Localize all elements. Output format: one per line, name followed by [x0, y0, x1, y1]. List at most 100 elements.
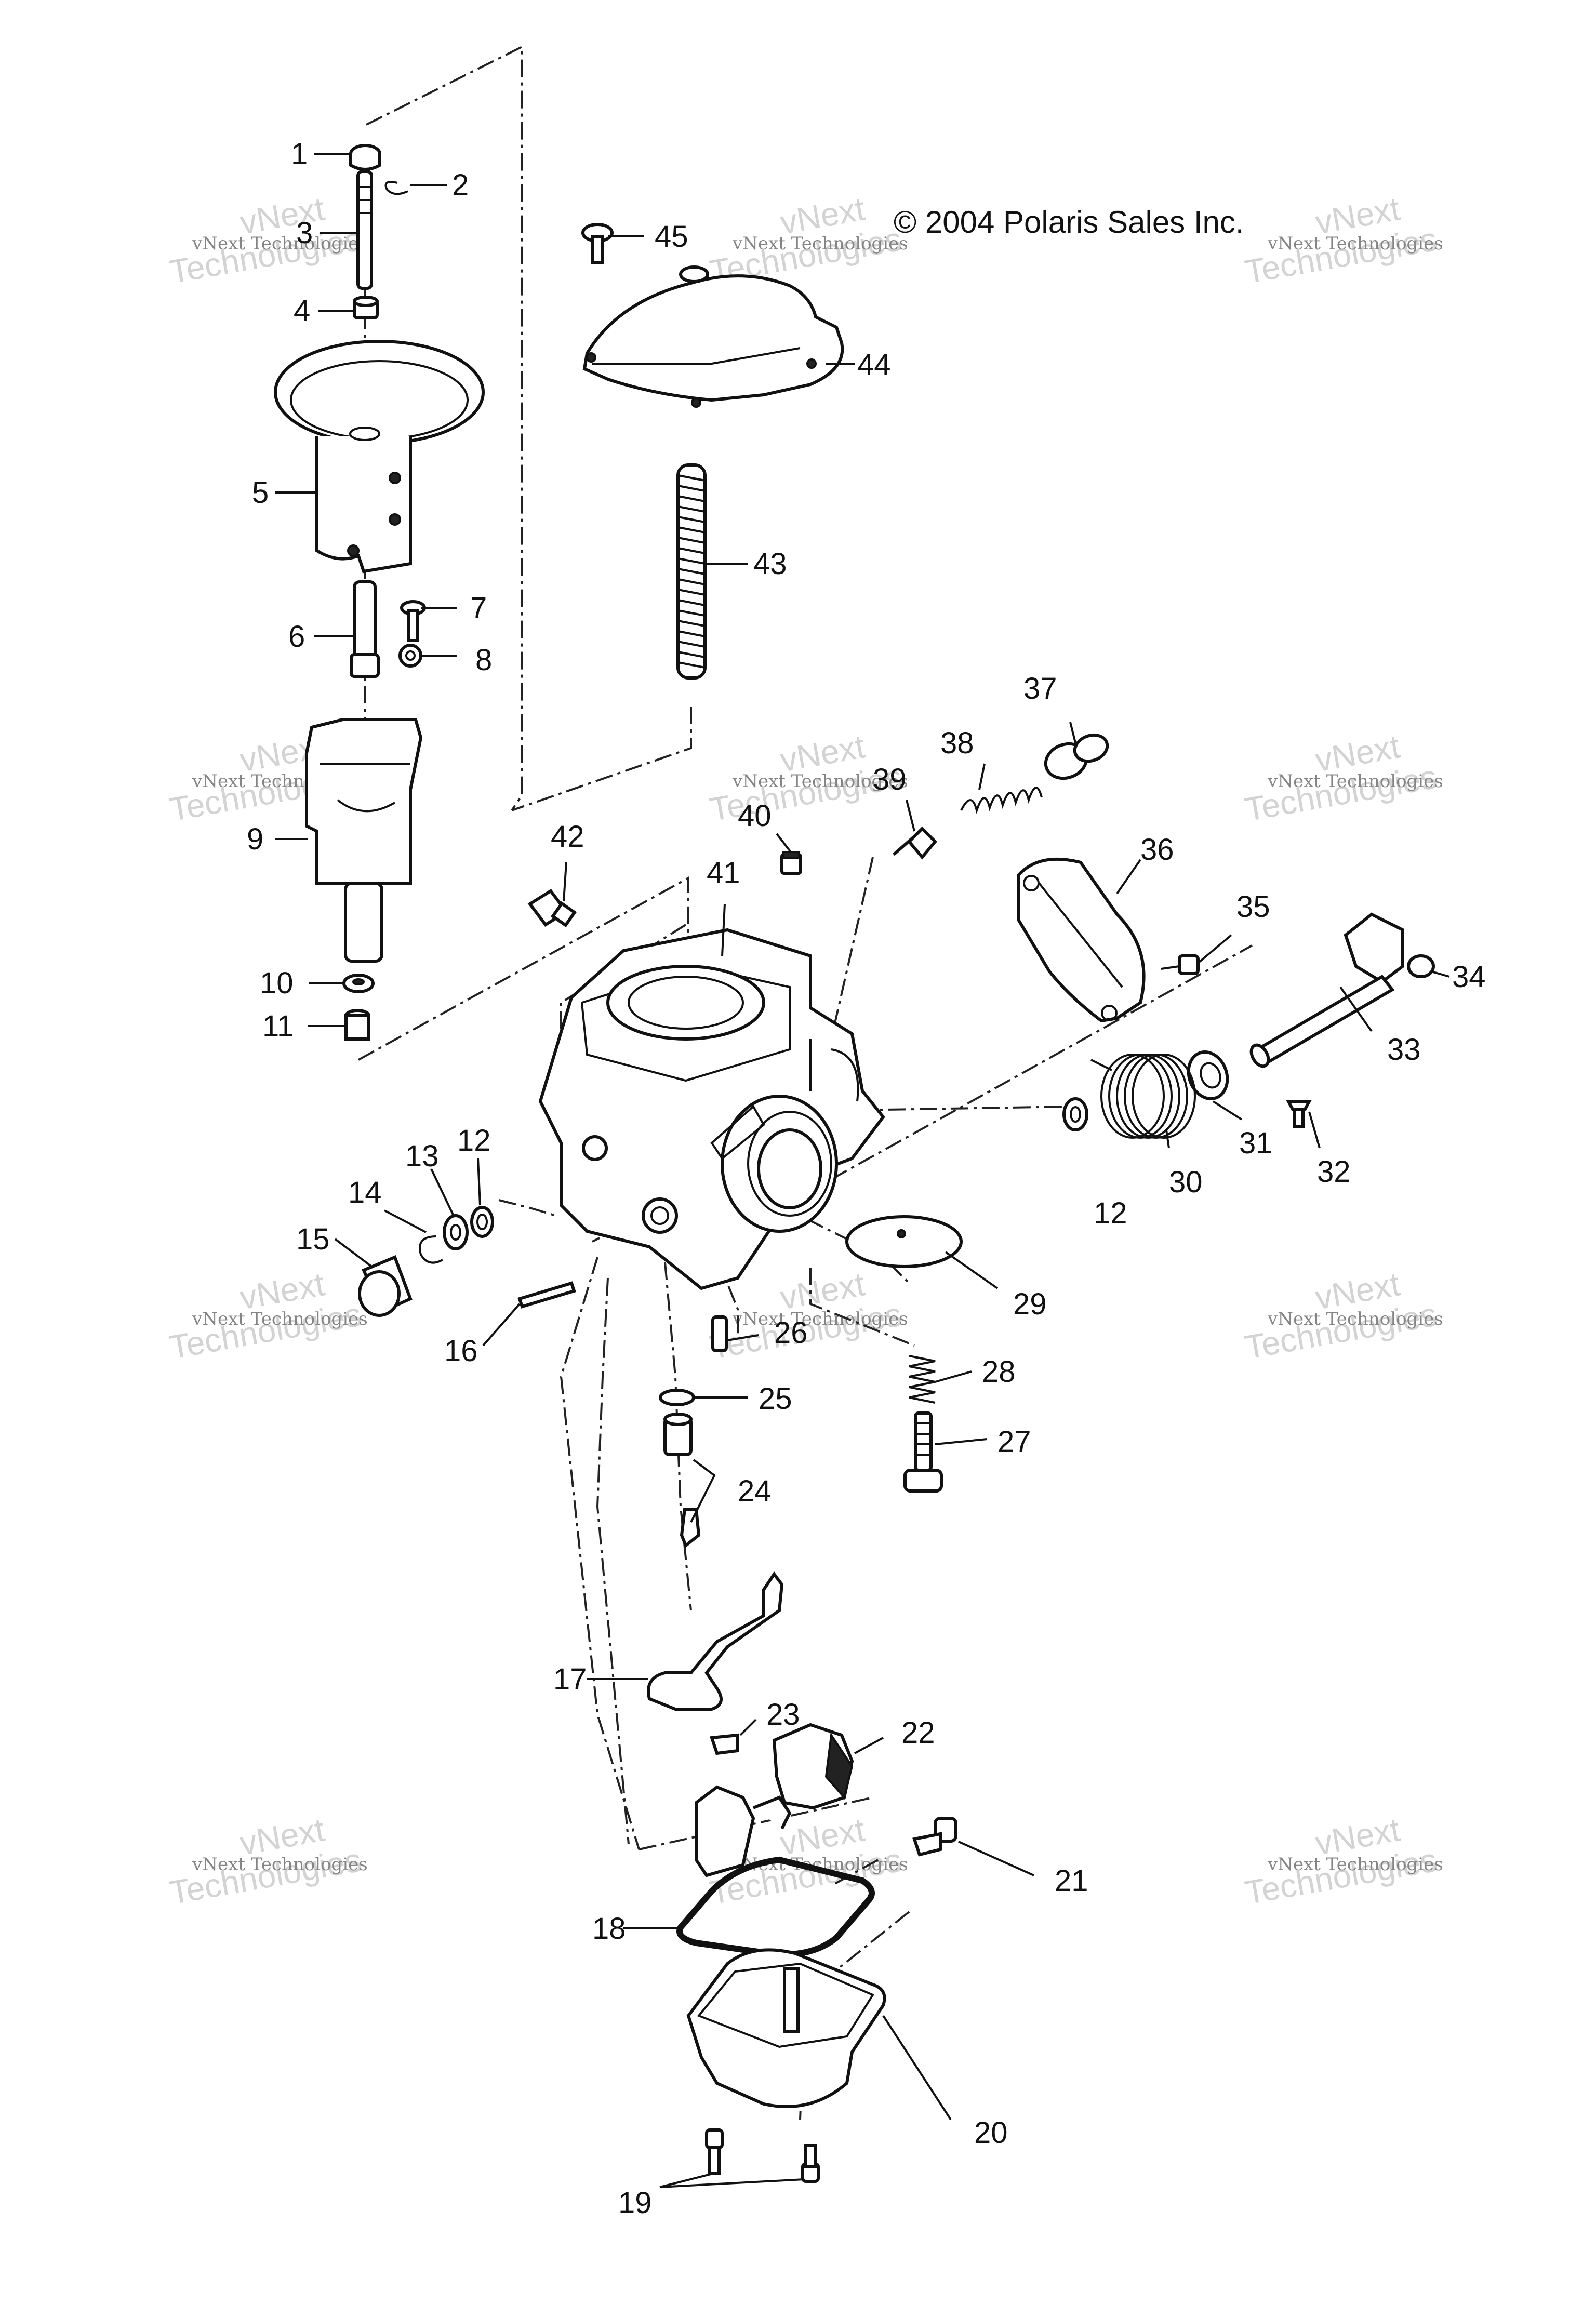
callout-28: 28 — [982, 1355, 1016, 1389]
part-42-fitting — [527, 888, 577, 928]
part-2-e-clip — [384, 181, 408, 195]
callout-25: 25 — [759, 1382, 792, 1416]
callout-7: 7 — [470, 591, 487, 625]
callout-2: 2 — [452, 168, 469, 202]
callout-43: 43 — [753, 547, 787, 581]
callout-24: 24 — [738, 1474, 772, 1508]
part-9-throttle-valve — [305, 718, 423, 963]
part-1-cap-nut — [349, 144, 381, 171]
part-22-float — [695, 1723, 854, 1877]
leader-lines — [275, 153, 1450, 2188]
part-16-pin — [517, 1281, 576, 1309]
callout-33: 33 — [1387, 1033, 1421, 1067]
part-21-drain-screw — [912, 1817, 957, 1857]
callout-1: 1 — [291, 137, 308, 171]
svg-text:vNext Technologies: vNext Technologies — [1267, 233, 1443, 254]
callout-22: 22 — [901, 1716, 935, 1750]
part-18-bowl-gasket — [676, 1856, 875, 1957]
part-34-screw — [1407, 954, 1435, 978]
part-6-needle-jet — [350, 580, 380, 678]
part-36-gasket-plate — [1017, 857, 1146, 1023]
callout-41: 41 — [707, 856, 740, 890]
svg-text:vNext Technologies: vNext Technologies — [1267, 1309, 1443, 1329]
part-43-spring — [676, 463, 707, 680]
watermark: vNext Technologies vNext Technologies — [167, 1265, 368, 1366]
part-5-diaphragm-slide — [274, 340, 485, 574]
part-32-screw — [1286, 1100, 1312, 1128]
part-14-e-clip — [419, 1235, 443, 1264]
callout-labels: 1 2 3 4 5 6 7 8 9 10 11 12 13 14 15 16 1… — [247, 137, 1486, 2220]
callout-19: 19 — [618, 2186, 652, 2220]
callout-31: 31 — [1239, 1126, 1273, 1160]
callout-29: 29 — [1013, 1287, 1047, 1321]
callout-32: 32 — [1317, 1155, 1351, 1189]
part-20-float-bowl — [686, 1948, 886, 2108]
callout-18: 18 — [592, 1912, 626, 1946]
part-26-jet — [711, 1315, 728, 1352]
part-35-screw — [1161, 954, 1200, 975]
callout-26: 26 — [774, 1316, 808, 1350]
part-40-plug — [780, 851, 802, 875]
part-33-throttle-shaft — [1249, 912, 1404, 1068]
callout-34: 34 — [1452, 960, 1486, 994]
callout-14: 14 — [348, 1176, 382, 1209]
part-30-return-spring — [1090, 1054, 1196, 1139]
part-45-screw — [581, 223, 614, 264]
callout-38: 38 — [940, 726, 974, 760]
part-19-screws — [705, 2128, 820, 2183]
callout-36: 36 — [1140, 833, 1174, 867]
callout-40: 40 — [738, 799, 772, 833]
watermark: vNext Technologies vNext Technologies — [167, 190, 368, 290]
svg-text:vNext Technologies: vNext Technologies — [192, 233, 368, 254]
svg-text:vNext Technologies: vNext Technologies — [1267, 1854, 1443, 1875]
watermark: vNext Technologies vNext Technologies — [167, 1810, 368, 1911]
callout-42: 42 — [551, 820, 584, 854]
part-25-o-ring — [659, 1389, 695, 1406]
part-8-lock-washer — [398, 644, 422, 668]
part-39-pilot-screw — [893, 826, 938, 860]
watermark: vNext Technologies vNext Technologies — [1242, 190, 1443, 290]
callout-20: 20 — [974, 2116, 1008, 2150]
watermark: vNext Technologies vNext Technologies — [1242, 1810, 1443, 1911]
callout-9: 9 — [247, 822, 263, 856]
part-3-jet-needle — [356, 170, 373, 290]
callout-6: 6 — [288, 620, 305, 654]
callout-35: 35 — [1236, 890, 1270, 924]
svg-text:vNext Technologies: vNext Technologies — [192, 1309, 368, 1329]
callout-3: 3 — [296, 216, 313, 250]
callout-10: 10 — [260, 966, 294, 1000]
callout-27: 27 — [998, 1425, 1031, 1459]
callout-23: 23 — [766, 1698, 800, 1732]
callout-12b: 12 — [1094, 1196, 1127, 1230]
callout-30: 30 — [1169, 1165, 1203, 1199]
part-4-spacer — [353, 296, 379, 319]
part-28-spring — [909, 1355, 936, 1404]
callout-16: 16 — [444, 1334, 478, 1368]
callout-39: 39 — [873, 763, 907, 796]
watermark: vNext Technologies vNext Technologies — [1242, 1265, 1443, 1366]
watermark: vNext Technologies vNext Technologies — [1242, 727, 1443, 828]
part-10-washer — [342, 974, 375, 993]
callout-8: 8 — [475, 643, 492, 677]
part-24-float-valve — [663, 1413, 701, 1548]
part-37-plug — [1044, 733, 1109, 780]
part-29-disc — [845, 1215, 963, 1268]
part-31-bushing — [1187, 1050, 1229, 1100]
part-27-idle-screw — [903, 1411, 943, 1493]
part-15-cap — [358, 1255, 413, 1317]
callout-5: 5 — [252, 476, 269, 510]
svg-text:vNext Technologies: vNext Technologies — [1267, 771, 1443, 792]
copyright-text: © 2004 Polaris Sales Inc. — [894, 205, 1244, 239]
callout-44: 44 — [857, 348, 891, 382]
part-17-float-plate — [647, 1571, 784, 1711]
svg-text:vNext Technologies: vNext Technologies — [732, 1309, 908, 1329]
callout-21: 21 — [1055, 1864, 1088, 1898]
part-13-washer — [443, 1214, 469, 1250]
callout-15: 15 — [296, 1222, 330, 1256]
part-7-screw — [400, 600, 426, 642]
part-44-top-cover — [582, 265, 844, 408]
part-23-screw — [709, 1733, 739, 1755]
callout-17: 17 — [553, 1662, 587, 1696]
part-41-carburetor-body — [538, 928, 885, 1290]
